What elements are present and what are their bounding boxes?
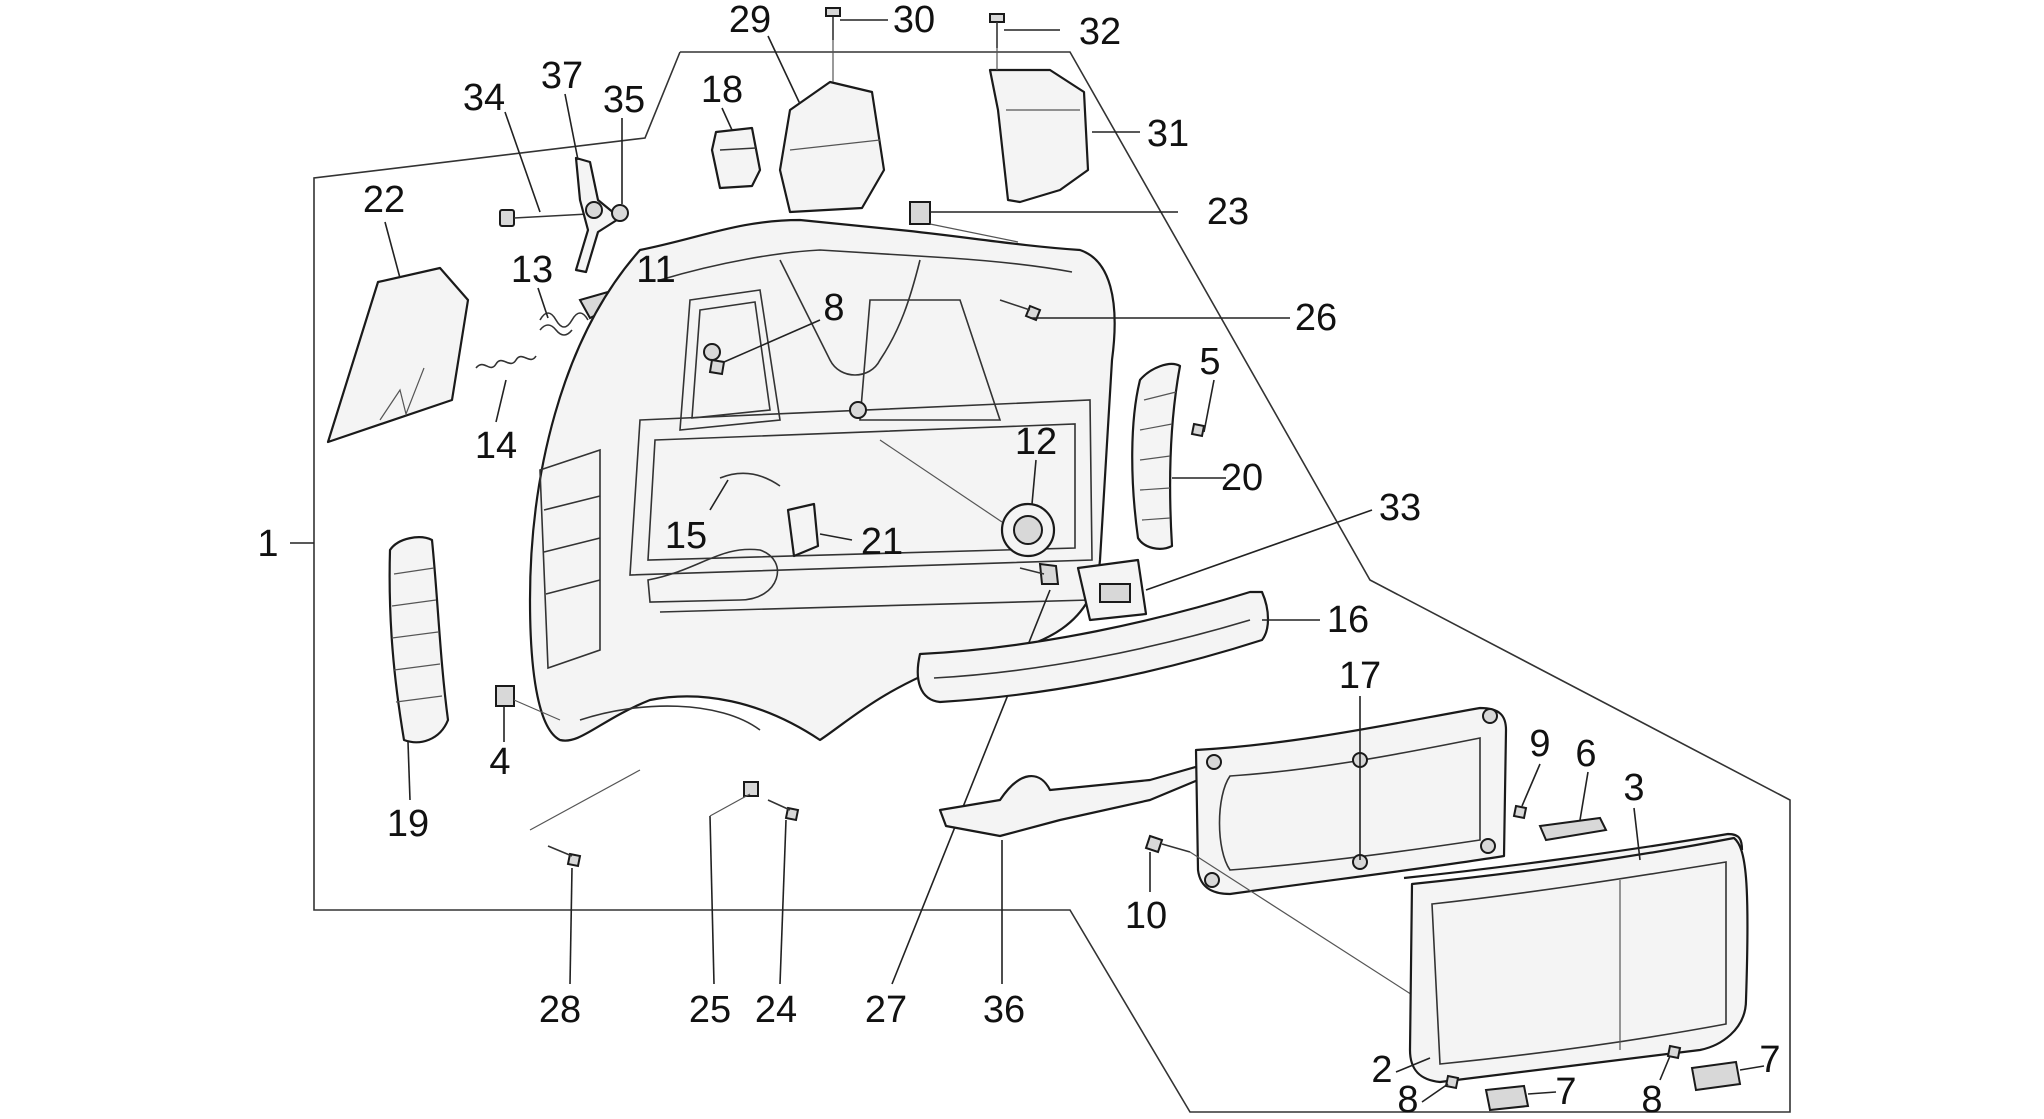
part-9-screw (1512, 763, 1541, 820)
part-33-switch (1076, 509, 1373, 622)
part-37-bracket (564, 93, 622, 274)
part-8-screw-bottom-b (1659, 1044, 1682, 1081)
callout-33: 33 (1379, 487, 1421, 529)
part-7-clip-b (1690, 1060, 1765, 1092)
callout-30: 30 (893, 0, 935, 41)
callout-17: 17 (1339, 655, 1381, 697)
part-14-spring (475, 355, 537, 423)
part-7-clip-a (1484, 1084, 1557, 1112)
part-13-spring (537, 287, 589, 336)
callout-34: 34 (463, 77, 505, 119)
part-8-screw-top (708, 319, 821, 376)
part-36-bracket (938, 758, 1224, 984)
callout-8-c: 8 (1641, 1079, 1662, 1119)
part-6-latch (1538, 771, 1608, 842)
part-17-gasket (1194, 696, 1508, 896)
callout-2: 2 (1371, 1049, 1392, 1091)
part-16-trim-strip (916, 590, 1320, 704)
callout-8-b: 8 (1397, 1079, 1418, 1119)
callout-19: 19 (387, 803, 429, 845)
callout-labels: 1 2 3 4 5 6 7 7 7 8 8 8 9 10 11 12 13 14… (257, 0, 1780, 1119)
callout-37: 37 (541, 55, 583, 97)
callout-16: 16 (1327, 599, 1369, 641)
callout-18: 18 (701, 69, 743, 111)
callout-28: 28 (539, 989, 581, 1031)
callout-25: 25 (689, 989, 731, 1031)
part-21-latch (786, 502, 853, 558)
part-18-clip (710, 107, 762, 190)
part-28-screw (529, 769, 641, 985)
part-26-screw (999, 299, 1290, 322)
callout-23: 23 (1207, 191, 1249, 233)
part-32-bolt (989, 13, 1060, 70)
callout-15: 15 (665, 515, 707, 557)
callout-13: 13 (511, 249, 553, 291)
assembly-frame (290, 51, 1791, 1113)
part-20-grille (1131, 362, 1226, 550)
part-15-hook (709, 472, 781, 511)
main-body-glovebox (528, 218, 1116, 742)
callout-29: 29 (729, 0, 771, 41)
callout-6: 6 (1575, 733, 1596, 775)
callout-24: 24 (755, 989, 797, 1031)
callout-7-b: 7 (1759, 1039, 1780, 1081)
part-34-bolt (499, 111, 589, 227)
callout-12: 12 (1015, 421, 1057, 463)
part-12-lock (879, 439, 1056, 558)
callout-1: 1 (257, 523, 278, 565)
callout-31: 31 (1147, 113, 1189, 155)
callout-8-a: 8 (823, 287, 844, 329)
part-19-grille (388, 536, 450, 801)
part-4-clip (495, 685, 561, 742)
part-23-clip (909, 201, 1178, 243)
part-30-bolt (825, 7, 888, 82)
part-25-clip (709, 781, 759, 985)
part-24-screw (767, 799, 800, 985)
callout-4: 4 (489, 741, 510, 783)
callout-21: 21 (861, 521, 903, 563)
part-10-screw (1144, 834, 1421, 1001)
callout-27: 27 (865, 989, 907, 1031)
part-2-lens (1395, 1057, 1431, 1073)
callout-5: 5 (1199, 341, 1220, 383)
callout-32: 32 (1079, 11, 1121, 53)
callout-7-a: 7 (1555, 1071, 1576, 1113)
part-29-cover (767, 35, 886, 214)
callout-26: 26 (1295, 297, 1337, 339)
callout-10: 10 (1125, 895, 1167, 937)
callout-20: 20 (1221, 457, 1263, 499)
callout-9: 9 (1529, 723, 1550, 765)
callout-14: 14 (475, 425, 517, 467)
callout-22: 22 (363, 179, 405, 221)
part-5-screw (1190, 379, 1215, 438)
part-8-screw-bottom-a (1421, 1074, 1460, 1103)
part-35-nut (611, 118, 629, 222)
callout-36: 36 (983, 989, 1025, 1031)
part-3-outer-cover (1403, 807, 1749, 1084)
part-31-cover (988, 68, 1140, 204)
callout-35: 35 (603, 79, 645, 121)
callout-3: 3 (1623, 767, 1644, 809)
part-22-panel (326, 221, 470, 444)
callout-11: 11 (636, 249, 675, 291)
